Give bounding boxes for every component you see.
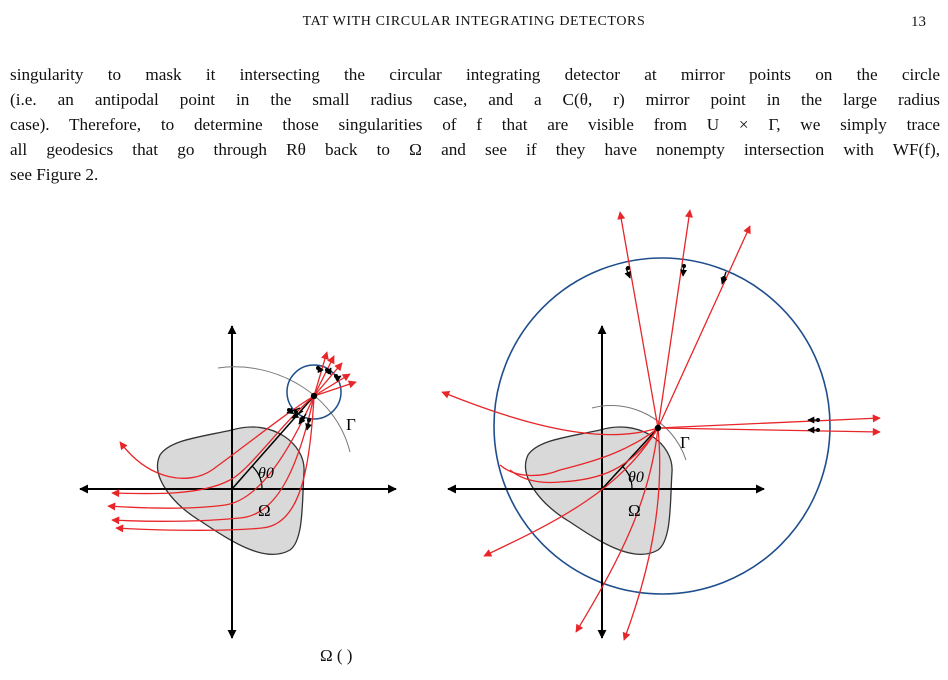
right-omega-region xyxy=(524,426,673,555)
paragraph-line-1: singularity to mask it intersecting the … xyxy=(10,65,940,84)
right-panel: Γ θ0 Ω xyxy=(441,209,881,641)
left-label-omega: Ω xyxy=(258,501,271,520)
caption-text: Ω ( ) xyxy=(320,646,353,665)
right-detector-circle xyxy=(493,257,831,595)
right-geodesic-rays xyxy=(441,209,881,641)
right-mirror-points xyxy=(626,264,820,432)
paragraph-line-2: (i.e. an antipodal point in the small ra… xyxy=(10,90,940,109)
paragraph-line-5: see Figure 2. xyxy=(10,165,99,184)
figure-caption: Ω ( ) xyxy=(0,646,948,680)
paragraph-line-4: all geodesics that go through Rθ back to… xyxy=(10,140,940,159)
left-label-theta: θ0 xyxy=(258,465,274,482)
left-omega-region xyxy=(156,426,305,555)
right-theta-arc xyxy=(621,465,633,490)
right-mirror-markers xyxy=(624,263,820,434)
paragraph-line-3: case). Therefore, to determine those sin… xyxy=(10,115,940,134)
running-title: TAT WITH CIRCULAR INTEGRATING DETECTORS xyxy=(302,14,646,29)
figure-geodesics: Γ θ0 Ω xyxy=(79,209,881,641)
left-panel: Γ θ0 Ω xyxy=(79,325,397,639)
page-number: 13 xyxy=(911,14,926,30)
left-theta-arc xyxy=(251,465,263,490)
page-header: TAT WITH CIRCULAR INTEGRATING DETECTORS … xyxy=(0,14,948,36)
right-label-theta: θ0 xyxy=(628,469,644,486)
left-gamma-arc xyxy=(217,366,351,453)
left-geodesic-rays xyxy=(107,351,357,533)
right-label-omega: Ω xyxy=(628,501,641,520)
right-label-gamma: Γ xyxy=(680,433,690,452)
left-radius-segment xyxy=(231,395,315,490)
left-label-gamma: Γ xyxy=(346,415,356,434)
right-gamma-arc xyxy=(591,404,687,461)
right-radius-segment xyxy=(601,427,659,490)
left-mirror-points xyxy=(287,366,338,422)
left-detector-circle xyxy=(286,364,342,420)
body-paragraph: singularity to mask it intersecting the … xyxy=(10,62,940,187)
